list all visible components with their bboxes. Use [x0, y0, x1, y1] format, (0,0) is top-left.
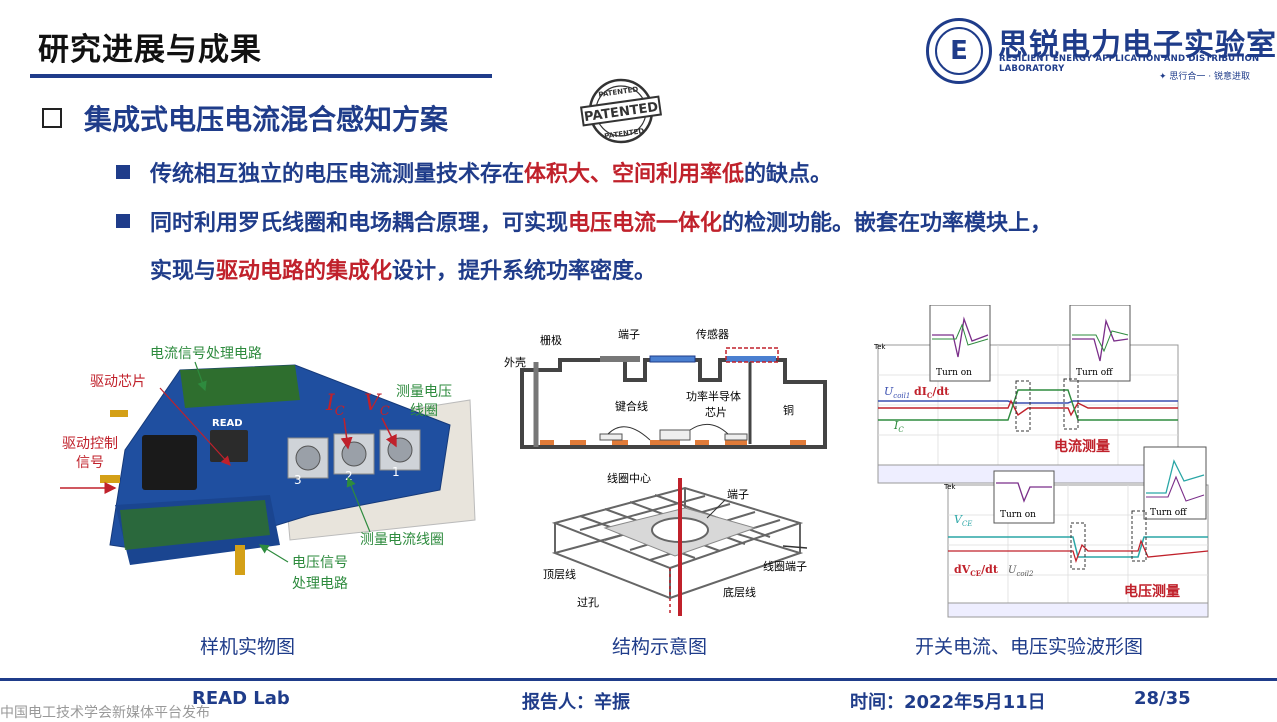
switching-waveforms: Tek Turn on Turn off Ucoil1 dIC/dt IC 电流… [873, 305, 1209, 618]
bullet-2-text-b: 的检测功能。嵌套在功率模块上， [722, 211, 1053, 236]
coil-number-1: 1 [392, 465, 400, 479]
stamp-text-top: PATENTED [598, 85, 639, 99]
bullet-1-text-b: 的缺点。 [744, 162, 833, 187]
label-dic-dt: dIC/dt [914, 385, 950, 400]
label-bond-wire: 键合线 [615, 399, 648, 413]
label-dvce-dt: dVCE/dt [954, 563, 999, 578]
lab-motto: ✦ 思行合一 · 锐意进取 [1159, 72, 1250, 82]
label-voltage-circuit-2: 处理电路 [292, 576, 348, 592]
label-ic-wave: IC [893, 419, 904, 434]
coil-number-2: 2 [345, 469, 353, 483]
label-terminal: 端子 [618, 328, 640, 341]
square-bullet-icon [116, 165, 130, 179]
tek-label-1: Tek [873, 343, 886, 351]
label-coil-center: 线圈中心 [607, 471, 651, 485]
label-voltage-coil-2: 线圈 [410, 403, 438, 419]
bullet-1-highlight: 体积大、空间利用率低 [524, 162, 745, 187]
photo-caption: 样机实物图 [200, 636, 296, 658]
label-shell: 外壳 [504, 355, 526, 369]
checkbox-bullet-icon [42, 108, 62, 128]
footer-lab: READ Lab [192, 688, 290, 709]
label-via: 过孔 [577, 596, 599, 609]
label-turn-off-2: Turn off [1150, 508, 1187, 518]
label-current-measurement: 电流测量 [1054, 438, 1110, 455]
structure-caption: 结构示意图 [612, 636, 708, 658]
footer-divider [0, 678, 1277, 681]
label-driver-chip: 驱动芯片 [90, 374, 146, 390]
coil-screws [287, 429, 421, 479]
lab-name-cn: 思锐电力电子实验室 [998, 28, 1277, 63]
label-turn-off-1: Turn off [1076, 368, 1113, 378]
square-bullet-icon [116, 214, 130, 228]
bullet-2-continued: 实现与驱动电路的集成化设计，提升系统功率密度。 [150, 253, 656, 285]
label-chip-2: 芯片 [705, 405, 727, 419]
tek-label-2: Tek [943, 483, 956, 491]
bullet-3-text-b: 设计，提升系统功率密度。 [392, 259, 657, 284]
lab-logo: E [926, 18, 992, 84]
board-brand: READ [212, 418, 243, 429]
section-heading: 集成式电压电流混合感知方案 [42, 98, 448, 138]
label-vc: VC [364, 391, 390, 419]
label-ic: IC [325, 391, 345, 419]
label-ucoil2: Ucoil2 [1008, 565, 1034, 578]
footer-date: 时间：2022年5月11日 [850, 692, 1046, 713]
label-current-coil: 测量电流线圈 [360, 532, 444, 548]
watermark: 中国电工技术学会新媒体平台发布 [0, 705, 210, 721]
label-chip-1: 功率半导体 [686, 389, 741, 403]
module-cross-section: 栅极 端子 传感器 外壳 键合线 功率半导体 芯片 铜 [504, 328, 827, 449]
bullet-2-text-a: 同时利用罗氏线圈和电场耦合原理，可实现 [150, 211, 569, 236]
coil-number-3: 3 [294, 473, 302, 487]
label-drive-ctrl-1: 驱动控制 [62, 436, 118, 452]
bullet-2-highlight: 电压电流一体化 [568, 211, 723, 236]
footer-page-number: 28/35 [1134, 688, 1191, 709]
label-voltage-coil-1: 测量电压 [396, 384, 452, 400]
label-gate: 栅极 [540, 333, 562, 347]
coil-structure-3d: 线圈中心 端子 顶层线 线圈端子 过孔 底层线 [543, 471, 808, 616]
stamp-text-bottom: PATENTED [604, 127, 645, 141]
label-voltage-circuit-1: 电压信号 [292, 555, 348, 571]
prototype-photo: 3 2 1 READ 电流信号处理电路 驱动芯片 驱动控制 信号 IC VC 测… [60, 346, 476, 592]
lab-name-en: RESILIENT ENERGY APPLICATION AND DISTRIB… [999, 54, 1260, 74]
title-underline [30, 74, 492, 78]
label-voltage-measurement: 电压测量 [1124, 583, 1180, 600]
label-bottom-layer: 底层线 [723, 585, 756, 599]
bullet-2: 同时利用罗氏线圈和电场耦合原理，可实现电压电流一体化的检测功能。嵌套在功率模块上… [116, 205, 1052, 237]
bullet-3-text-a: 实现与 [150, 259, 217, 284]
patented-stamp-icon: PATENTED PATENTED PATENTED [580, 78, 662, 144]
label-coil-terminal: 线圈端子 [763, 559, 807, 573]
bullet-3-highlight: 驱动电路的集成化 [216, 259, 393, 284]
section-title: 集成式电压电流混合感知方案 [84, 103, 449, 136]
footer-reporter: 报告人：辛振 [522, 692, 630, 713]
label-ucoil1: Ucoil1 [884, 385, 910, 400]
label-vce: VCE [954, 513, 972, 528]
label-top-layer: 顶层线 [543, 567, 576, 581]
bullet-1: 传统相互独立的电压电流测量技术存在体积大、空间利用率低的缺点。 [116, 156, 832, 188]
label-turn-on-2: Turn on [1000, 510, 1036, 520]
waveform-caption: 开关电流、电压实验波形图 [915, 636, 1144, 658]
label-terminal-2: 端子 [727, 488, 749, 501]
label-turn-on-1: Turn on [936, 368, 972, 378]
label-sensor: 传感器 [696, 328, 729, 341]
bullet-1-text-a: 传统相互独立的电压电流测量技术存在 [150, 162, 525, 187]
label-current-circuit: 电流信号处理电路 [150, 346, 262, 362]
label-drive-ctrl-2: 信号 [76, 455, 104, 471]
page-title: 研究进展与成果 [38, 32, 262, 68]
label-copper: 铜 [783, 403, 794, 417]
lab-logo-letter: E [935, 27, 983, 75]
